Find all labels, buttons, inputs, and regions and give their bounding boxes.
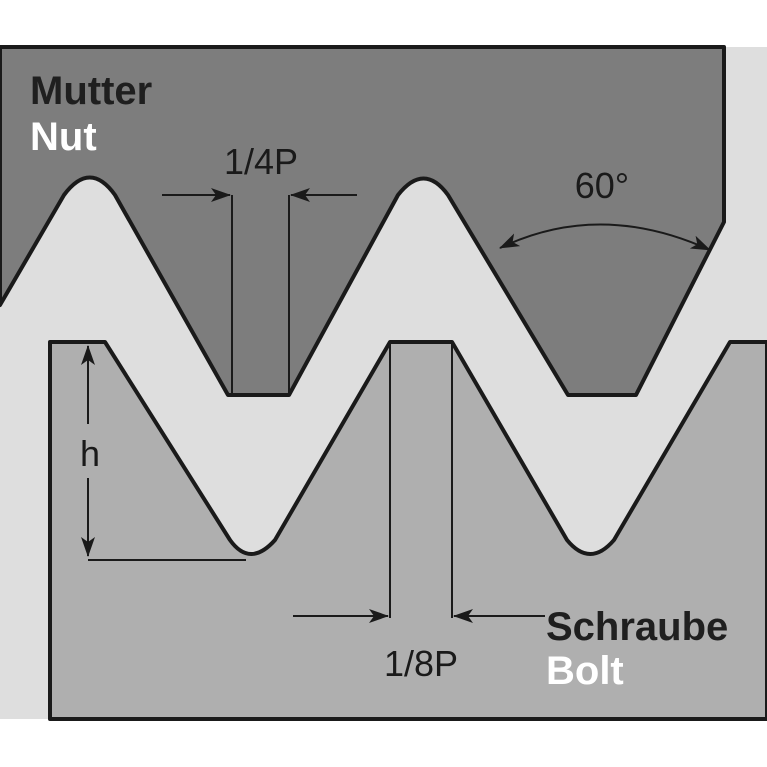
eighth-pitch-label: 1/8P [384, 643, 458, 684]
angle-arc [499, 223, 711, 251]
bolt-body [48, 340, 767, 721]
nut-label-english: Nut [30, 115, 97, 159]
bolt-label-german: Schraube [546, 605, 728, 649]
quarter-pitch-dimension [162, 188, 357, 395]
height-dimension [81, 345, 246, 561]
quarter-pitch-label: 1/4P [224, 141, 298, 182]
nut-label-german: Mutter [30, 69, 152, 113]
nut-body [0, 45, 726, 397]
height-label: h [80, 433, 100, 474]
eighth-pitch-dimension [293, 342, 545, 623]
angle-label: 60° [575, 165, 629, 206]
bolt-label-english: Bolt [546, 649, 624, 693]
